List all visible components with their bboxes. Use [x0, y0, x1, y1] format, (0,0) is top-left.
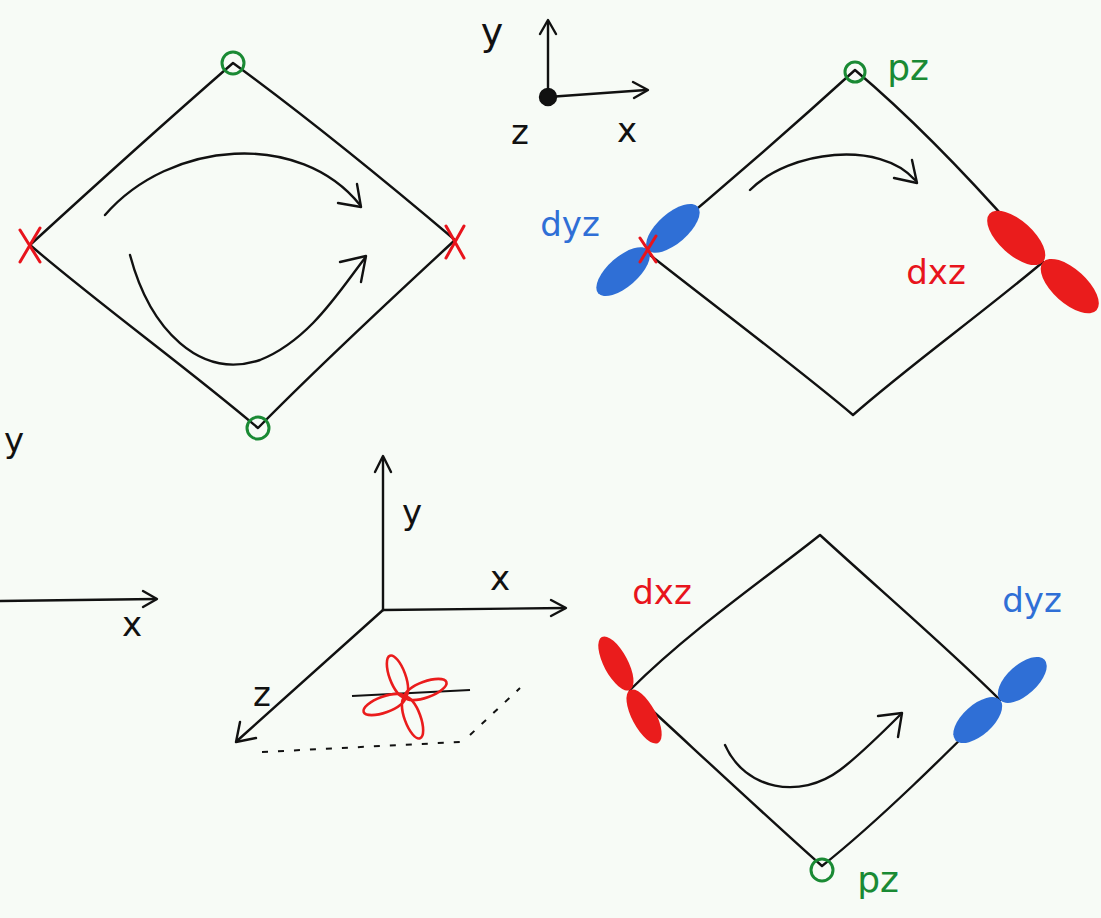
dyz-orbital: [638, 195, 707, 261]
dyz-orbital: [588, 195, 707, 304]
hopping-arrow: [878, 713, 902, 737]
axis-label: y: [4, 423, 24, 457]
axis: [0, 20, 648, 742]
orbital-sketch: [382, 653, 412, 700]
d-site-cross: [640, 236, 656, 262]
dxz-orbital: [978, 201, 1054, 274]
plaquette-outline: [30, 63, 1043, 866]
plaquette-outline: [30, 63, 455, 428]
axis-label: y: [481, 13, 504, 51]
hopping-arrow: [750, 155, 915, 190]
dyz-orbital: [945, 649, 1054, 752]
hopping-arrow: [130, 255, 365, 364]
hopping-arrow: [340, 256, 366, 282]
d-site-cross: [446, 226, 464, 258]
hopping-arrow: [894, 160, 917, 183]
dxz-orbital: [619, 684, 668, 748]
hopping-arrow: [338, 184, 361, 207]
axis: [551, 600, 566, 616]
hopping-arrow: [105, 154, 917, 788]
axis: [540, 20, 556, 34]
axis: [375, 456, 391, 472]
orbital-sketch: [352, 653, 470, 741]
axis: [236, 722, 256, 742]
plaquette-outline: [630, 535, 1000, 866]
axis: [548, 90, 646, 97]
orbital-label: pz: [887, 50, 929, 86]
pz-site-circle: [845, 62, 865, 82]
orbital-label: dxz: [632, 575, 692, 609]
dyz-orbital: [588, 195, 1054, 751]
axis: [383, 608, 565, 610]
axis-label: x: [490, 561, 510, 595]
orbital-label: dyz: [1002, 583, 1062, 617]
dxz-orbital: [978, 201, 1101, 323]
dxz-orbital: [591, 631, 669, 748]
hopping-arrow: [105, 154, 360, 215]
pz-site-circle: [222, 52, 244, 74]
axis-label: y: [402, 495, 422, 529]
dxz-orbital: [591, 201, 1101, 748]
axis-label: x: [122, 607, 142, 641]
axis: [547, 22, 549, 97]
axis: [143, 591, 157, 607]
orbital-sketch: [361, 653, 449, 741]
xz-plane: [470, 688, 520, 735]
orbital-label: dxz: [906, 255, 966, 289]
dyz-orbital: [945, 689, 1010, 751]
orbital-label: pz: [857, 862, 899, 898]
axis: [0, 599, 156, 601]
plaquette-outline: [648, 70, 1043, 415]
hopping-arrow: [725, 715, 900, 787]
pz-site-circle: [247, 417, 269, 439]
xz-plane: [262, 742, 460, 752]
axis-label: z: [511, 115, 529, 149]
axis: [382, 458, 384, 610]
pz-site-circle: [222, 52, 865, 881]
pz-site-circle: [811, 859, 833, 881]
xz-plane: [262, 688, 520, 752]
orbital-sketch: [397, 694, 427, 741]
orbital-sketch: [361, 689, 408, 719]
axis-label: z: [253, 677, 271, 711]
axis: [238, 610, 383, 740]
axis: [540, 89, 556, 105]
orbital-label: dyz: [540, 207, 600, 241]
orbital-sketch: [352, 690, 470, 696]
dxz-orbital: [591, 631, 640, 695]
axis: [633, 82, 648, 98]
d-site-cross: [20, 228, 40, 262]
axis-label: x: [617, 113, 637, 147]
